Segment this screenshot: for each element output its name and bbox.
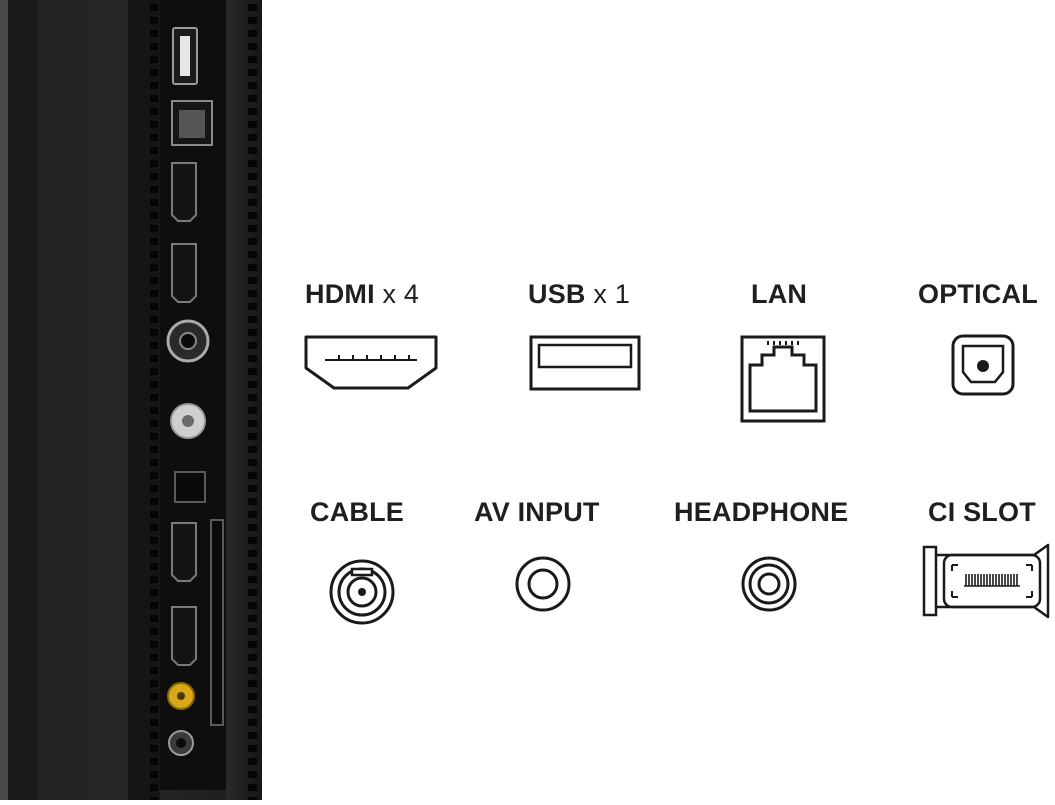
cable-label-group: CABLE (310, 496, 404, 528)
cable-label: CABLE (310, 497, 404, 527)
usb-multiplier: x 1 (593, 279, 630, 309)
usb-label-group: USB x 1 (528, 278, 630, 310)
lan-port-icon (740, 335, 826, 423)
optical-label: OPTICAL (918, 279, 1038, 309)
optical-label-group: OPTICAL (918, 278, 1038, 310)
cable-port-icon (329, 559, 395, 625)
optical-port-icon (951, 334, 1015, 396)
av-input-label: AV INPUT (474, 497, 600, 527)
hdmi-port-icon (304, 335, 438, 390)
headphone-port-icon (741, 556, 797, 612)
ci-slot-label-group: CI SLOT (928, 496, 1036, 528)
usb-label: USB x 1 (528, 279, 630, 309)
av-input-port-icon (515, 556, 571, 612)
av-input-label-group: AV INPUT (474, 496, 600, 528)
tv-rear-panel-image (0, 0, 262, 804)
hdmi-label: HDMI x 4 (305, 279, 420, 309)
headphone-label-group: HEADPHONE (674, 496, 848, 528)
lan-label: LAN (751, 279, 808, 309)
lan-label-group: LAN (751, 278, 807, 310)
hdmi-label-group: HDMI x 4 (305, 278, 419, 310)
headphone-label: HEADPHONE (674, 497, 849, 527)
hdmi-multiplier: x 4 (382, 279, 420, 309)
ci-slot-label: CI SLOT (928, 497, 1036, 527)
ci-slot-icon (922, 543, 1050, 619)
usb-port-icon (529, 335, 641, 391)
